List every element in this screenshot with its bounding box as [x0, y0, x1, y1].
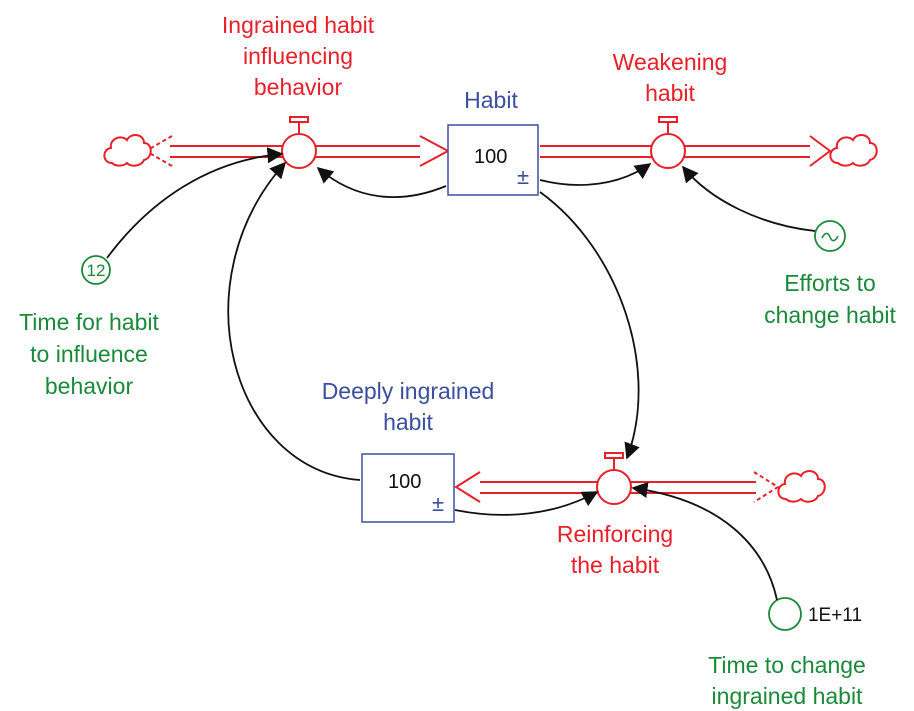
deep-sign: ±	[432, 491, 444, 516]
reinforcing-flow-label-2: the habit	[571, 552, 660, 578]
time-influence-label-1: Time for habit	[19, 309, 159, 335]
habit-stock[interactable]: 100 ±	[447, 124, 539, 196]
weakening-flow-label-1: Weakening	[613, 49, 728, 75]
link-habit-to-weakening	[539, 163, 652, 186]
sink-cloud-icon	[829, 134, 878, 167]
link-deep-to-ingrained	[227, 161, 361, 481]
link-efforts-to-weakening	[681, 165, 816, 232]
time-influence-label-2: to influence	[30, 341, 148, 367]
link-habit-to-ingrained	[316, 166, 447, 198]
time-for-habit-aux[interactable]: 12	[81, 255, 111, 285]
time-influence-value: 12	[87, 261, 106, 280]
efforts-label-2: change habit	[764, 302, 896, 328]
habit-sign: ±	[517, 164, 529, 189]
time-change-label-1: Time to change	[708, 652, 866, 678]
ingrained-flow-label-1: Ingrained habit	[222, 12, 375, 38]
link-habit-to-reinforcing	[539, 191, 640, 460]
weakening-habit-valve[interactable]	[650, 116, 686, 169]
deep-stock-label-2: habit	[383, 409, 433, 435]
reinforcing-habit-pipe	[454, 471, 780, 503]
ingrained-flow-label-3: behavior	[254, 74, 343, 100]
deeply-ingrained-habit-stock[interactable]: 100 ±	[361, 453, 455, 523]
source-cloud-icon	[103, 134, 152, 167]
habit-stock-label: Habit	[464, 87, 518, 113]
ingrained-habit-valve[interactable]	[281, 116, 317, 169]
time-change-label-2: ingrained habit	[712, 683, 864, 709]
link-deep-to-reinforcing	[454, 491, 599, 516]
efforts-aux[interactable]	[814, 220, 846, 252]
reinforcing-source-cloud-icon	[777, 470, 826, 503]
deep-value: 100	[388, 471, 421, 493]
link-time-influence-to-ingrained	[106, 147, 284, 259]
time-influence-label-3: behavior	[45, 373, 134, 399]
weakening-flow-label-2: habit	[645, 80, 695, 106]
reinforcing-flow-label-1: Reinforcing	[557, 521, 673, 547]
habit-value: 100	[474, 146, 507, 168]
efforts-label-1: Efforts to	[784, 270, 876, 296]
deep-stock-label-1: Deeply ingrained	[322, 378, 495, 404]
wave-icon	[821, 232, 839, 242]
reinforcing-habit-valve[interactable]	[596, 452, 632, 505]
link-time-change-to-reinforcing	[631, 481, 778, 601]
time-to-change-aux[interactable]: 1E+11	[768, 597, 862, 631]
ingrained-flow-label-2: influencing	[243, 43, 353, 69]
time-change-value: 1E+11	[808, 605, 862, 626]
